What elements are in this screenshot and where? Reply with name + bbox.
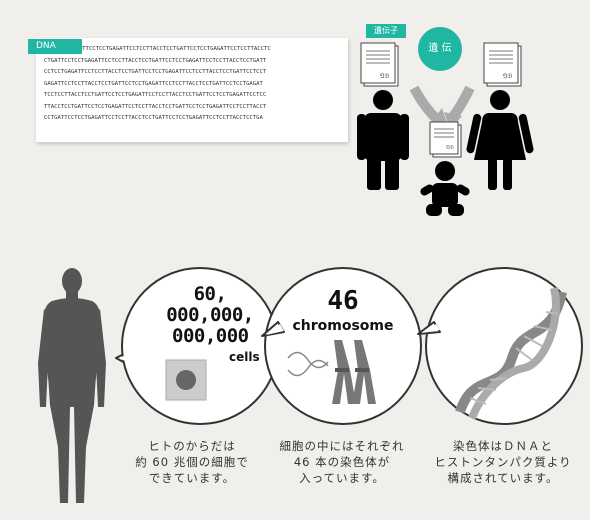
dna-sequence-text: TGATTCCTCCTGAGATTCCTCCTTACCTCCTGATTCCTCC…: [44, 44, 342, 125]
cells-unit: cells: [229, 350, 260, 364]
arrow-icon: [409, 85, 442, 124]
svg-text:⅁ℬ: ⅁ℬ: [446, 145, 454, 151]
cells-bubble: [115, 267, 279, 425]
gene-tag: 遺伝子: [366, 24, 406, 38]
chromosome-icon: [332, 340, 376, 404]
mother-silhouette-icon: [466, 90, 534, 190]
mother-gene-document-icon: ⅁ℬ: [483, 42, 522, 87]
chromosome-bubble: [261, 267, 422, 425]
cells-number: 60, 000,000, 000,000: [150, 284, 270, 347]
chromosome-number: 46: [327, 286, 359, 316]
chromosome-word: chromosome: [292, 318, 394, 334]
caption-line: ヒトのからだは: [148, 439, 236, 453]
dna-line: GAGATTCCTCCTTACCTCCTGATTCCTCCTGAGATTCCTC…: [44, 80, 263, 87]
dna-line: CTGATTCCTCCTGAGATTCCTCCTTACCTCCTGATTCCTC…: [44, 57, 267, 64]
dna-tag: DNA: [28, 39, 82, 54]
double-helix-icon: [455, 287, 567, 420]
child-gene-document-icon: ⅁ℬ: [429, 121, 462, 158]
caption-line: できています。: [148, 471, 236, 485]
svg-text:⅁ℬ: ⅁ℬ: [380, 73, 390, 80]
svg-text:⅁ℬ: ⅁ℬ: [503, 73, 513, 80]
cells-number-line: 000,000,: [166, 304, 254, 326]
caption-body: ヒトのからだは 約 60 兆個の細胞で できています。: [117, 438, 267, 486]
arrow-icon: [448, 85, 475, 122]
human-body-icon: [38, 268, 106, 503]
caption-line: 入っています。: [299, 471, 385, 485]
dna-line: CCTCCTGAGATTCCTCCTTACCTCCTGATTCCTCCTGAGA…: [44, 69, 267, 75]
cell-icon: [165, 359, 207, 401]
caption-chromosome: 染色体はＤＮＡと ヒストンタンパク質より 構成されています。: [420, 438, 586, 486]
dna-strand-icon: [287, 351, 329, 377]
caption-line: 約 60 兆個の細胞で: [135, 455, 249, 469]
family-diagram: ⅁ℬ ⅁ℬ ⅁ℬ: [357, 42, 534, 216]
heredity-circle: 遺 伝: [418, 27, 462, 71]
caption-cell: 細胞の中にはそれぞれ 46 本の染色体が 入っています。: [262, 438, 422, 486]
caption-line: 構成されています。: [447, 471, 559, 485]
father-gene-document-icon: ⅁ℬ: [360, 42, 399, 87]
dna-line: CCTGATTCCTCCTGAGATTCCTCCTTACCTCCTGATTCCT…: [44, 115, 263, 121]
dna-line: TCCTCCTTACCTCCTGATTCCTCCTGAGATTCCTCCTTAC…: [44, 92, 267, 98]
father-silhouette-icon: [357, 90, 409, 190]
caption-line: 46 本の染色体が: [293, 455, 391, 469]
cells-number-line: 000,000: [172, 325, 249, 347]
caption-line: 細胞の中にはそれぞれ: [279, 439, 405, 453]
baby-silhouette-icon: [420, 161, 470, 216]
dna-line: TTACCTCCTGATTCCTCCTGAGATTCCTCCTTACCTCCTG…: [44, 103, 267, 110]
caption-line: 染色体はＤＮＡと: [453, 439, 553, 453]
caption-line: ヒストンタンパク質より: [434, 455, 572, 469]
dna-helix-bubble: [417, 267, 583, 425]
cells-number-line: 60,: [193, 283, 227, 305]
dna-sequence-sheet: [36, 38, 348, 142]
dna-line: TGATTCCTCCTGAGATTCCTCCTTACCTCCTGATTCCTCC…: [72, 46, 271, 52]
